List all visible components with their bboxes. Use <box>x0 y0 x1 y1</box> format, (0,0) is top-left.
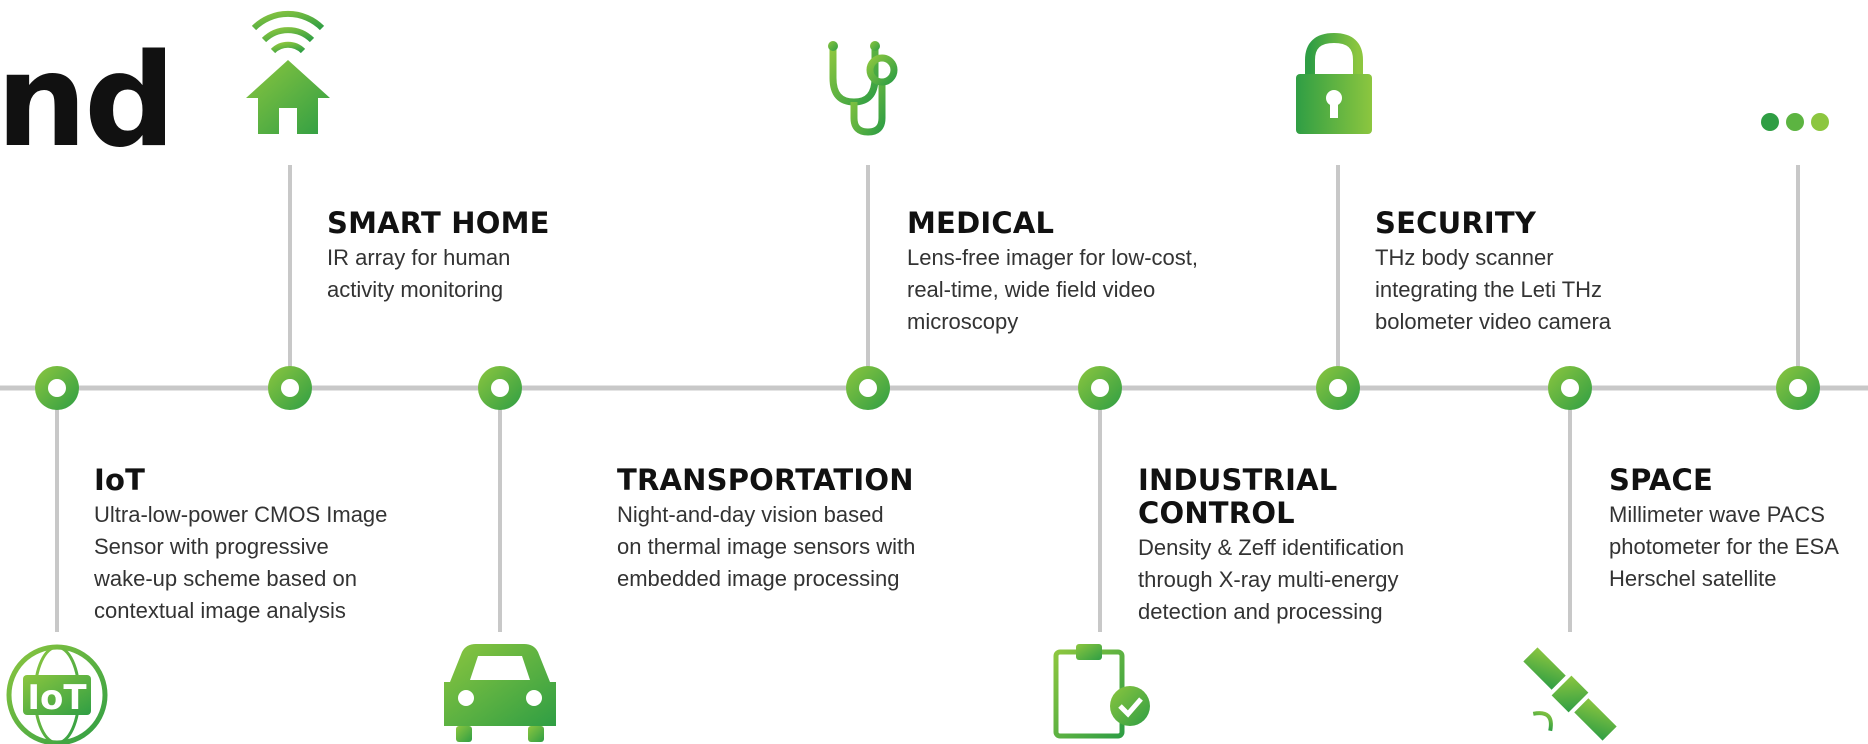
stethoscope-icon <box>828 41 898 136</box>
node-more <box>1776 366 1820 410</box>
node-medical <box>846 366 890 410</box>
app-medical: MEDICAL Lens-free imager for low-cost, r… <box>907 207 1198 338</box>
app-heading-iot: IoT <box>94 463 146 497</box>
app-description-transportation: Night-and-day vision based on thermal im… <box>617 502 916 591</box>
app-description-security: THz body scanner integrating the Leti TH… <box>1375 245 1612 334</box>
app-transportation: TRANSPORTATION Night-and-day vision base… <box>617 464 915 595</box>
app-industrial-control: INDUSTRIAL CONTROL Density & Zeff identi… <box>1138 464 1404 628</box>
app-iot: IoT Ultra-low-power CMOS Image Sensor wi… <box>94 464 387 627</box>
app-description-medical: Lens-free imager for low-cost, real-time… <box>907 245 1198 334</box>
title-fragment: nd <box>0 27 176 176</box>
node-space <box>1548 366 1592 410</box>
iot-icon-label: IoT <box>27 678 87 718</box>
satellite-icon <box>1523 647 1617 741</box>
padlock-icon <box>1296 32 1372 134</box>
node-industrial-control <box>1078 366 1122 410</box>
app-heading-smart-home: SMART HOME <box>327 206 550 240</box>
clipboard-check-icon <box>1053 644 1150 739</box>
app-security: SECURITY THz body scanner integrating th… <box>1375 207 1611 338</box>
node-smart-home <box>268 366 312 410</box>
node-transportation <box>478 366 522 410</box>
app-description-industrial-control: Density & Zeff identification through X-… <box>1138 535 1405 624</box>
node-security <box>1316 366 1360 410</box>
app-heading-transportation: TRANSPORTATION <box>617 463 914 497</box>
app-heading-space: SPACE <box>1609 463 1714 497</box>
app-heading-security: SECURITY <box>1375 206 1537 240</box>
app-space: SPACE Millimeter wave PACS photometer fo… <box>1609 464 1839 595</box>
app-heading-medical: MEDICAL <box>907 206 1055 240</box>
more-dots-icon <box>1761 113 1829 131</box>
app-heading-industrial-control: INDUSTRIAL CONTROL <box>1138 463 1338 530</box>
app-smart-home: SMART HOME IR array for human activity m… <box>327 207 550 306</box>
app-description-smart-home: IR array for human activity monitoring <box>327 245 511 302</box>
app-description-space: Millimeter wave PACS photometer for the … <box>1609 502 1839 591</box>
smart-home-icon <box>246 10 330 134</box>
app-description-iot: Ultra-low-power CMOS Image Sensor with p… <box>94 502 388 623</box>
car-icon <box>444 644 556 742</box>
node-iot <box>35 366 79 410</box>
iot-globe-icon: IoT <box>6 644 108 744</box>
